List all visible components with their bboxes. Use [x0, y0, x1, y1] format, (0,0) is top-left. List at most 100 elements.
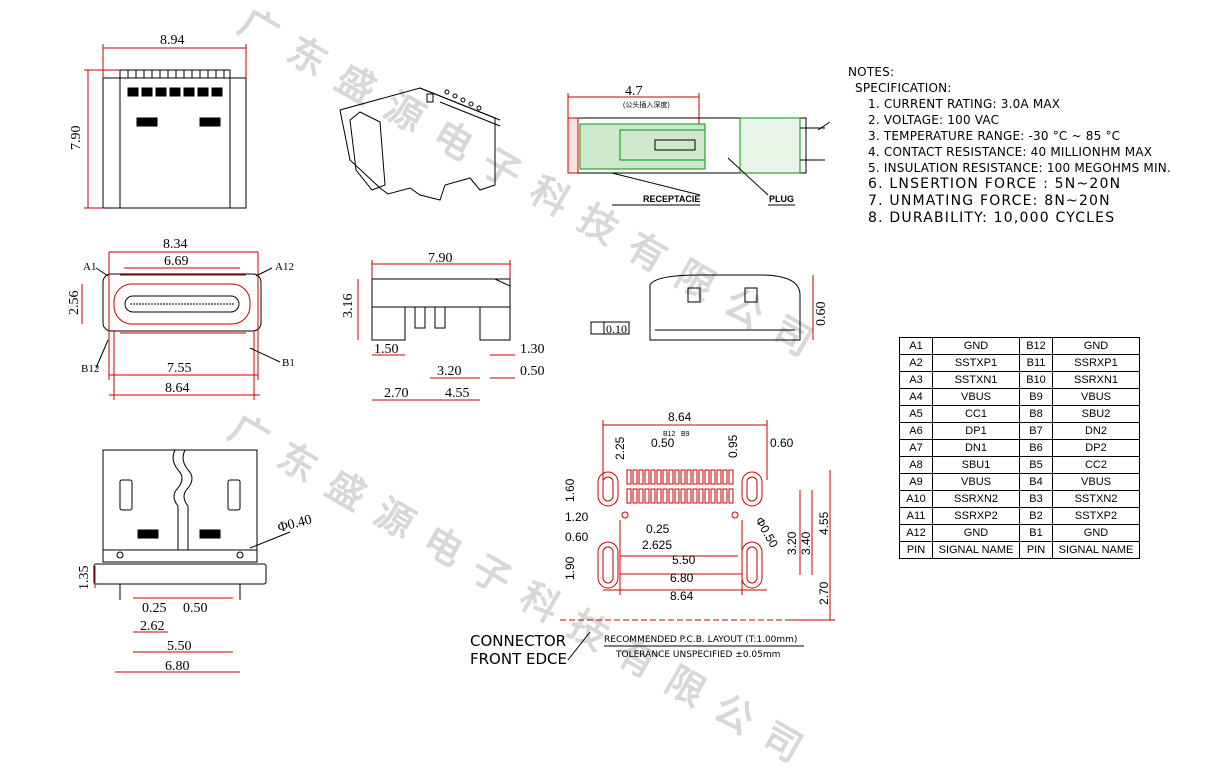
pin-id: B12: [1019, 337, 1053, 355]
pin-id: A7: [899, 439, 933, 457]
dim-pcb-q: 4.55: [817, 511, 831, 535]
note-item: 6. LNSERTION FORCE : 5N~20N: [868, 176, 1122, 192]
note-item: 7. UNMATING FORCE: 8N~20N: [868, 193, 1111, 209]
dim-pcb-l: 8.64: [670, 589, 694, 603]
dim-bot-w1: 2.62: [140, 619, 165, 634]
dim-pcb-m: 1.90: [563, 556, 577, 580]
top-view: [84, 44, 247, 209]
pin-id: A5: [899, 405, 933, 423]
dim-front-w3: 7.55: [167, 361, 192, 376]
label-b1: B1: [282, 357, 295, 369]
dim-pcb-i: 2.625: [642, 538, 672, 552]
signal-name: VBUS: [932, 388, 1020, 406]
bottom-view: [93, 449, 291, 673]
dim-side-w: 7.90: [428, 251, 453, 266]
pin-table-header-cell: PIN: [899, 541, 933, 559]
dim-front-w2: 6.69: [164, 254, 189, 269]
pin-id: B11: [1019, 354, 1053, 372]
signal-name: CC2: [1052, 456, 1140, 474]
signal-name: GND: [932, 337, 1020, 355]
dim-top-width: 8.94: [160, 33, 185, 48]
pin-id: B3: [1019, 490, 1053, 508]
dim-front-h: 2.56: [67, 291, 82, 316]
section-note: (公头插入深度): [623, 100, 670, 109]
pin-id: A9: [899, 473, 933, 491]
signal-name: DP1: [932, 422, 1020, 440]
note-item: 3. TEMPERATURE RANGE: -30 °C ~ 85 °C: [868, 129, 1121, 143]
dim-bot-p1: 0.25: [142, 601, 167, 616]
note-item: 2. VOLTAGE: 100 VAC: [868, 113, 1000, 127]
dim-pcb-n: Φ0.50: [752, 515, 781, 551]
dim-side-c: 1.30: [520, 342, 545, 357]
dim-front-w4: 8.64: [165, 381, 190, 396]
signal-name: VBUS: [1052, 388, 1140, 406]
label-b12: B12: [81, 363, 99, 375]
label-a12: A12: [275, 261, 294, 273]
dim-pcb-d: 0.60: [770, 436, 794, 450]
signal-name: SSTXP1: [932, 354, 1020, 372]
front-edge-line2: FRONT EDCE: [470, 650, 567, 668]
dim-pcb-k: 6.80: [670, 571, 694, 585]
signal-name: SSTXN2: [1052, 490, 1140, 508]
label-a1: A1: [83, 261, 96, 273]
dim-pcb-a: 2.25: [613, 436, 627, 460]
dim-bot-w3: 6.80: [165, 659, 190, 674]
dim-side-h: 3.16: [341, 294, 356, 319]
dim-side-b: 3.20: [437, 364, 462, 379]
dim-bot-hole: Φ0.40: [276, 512, 313, 535]
pin-id: B8: [1019, 405, 1053, 423]
pin-id: A2: [899, 354, 933, 372]
signal-name: DN1: [932, 439, 1020, 457]
rear-view: [590, 274, 814, 341]
note-item: 8. DURABILITY: 10,000 CYCLES: [868, 210, 1116, 226]
cross-section-view: [567, 93, 831, 206]
pcb-title: RECOMMENDED P.C.B. LAYOUT (T:1.00mm): [604, 635, 798, 645]
dim-pcb-e: 1.60: [563, 478, 577, 502]
pin-table-header-cell: PIN: [1019, 541, 1053, 559]
section-recept-label: RECEPTACIE: [643, 194, 700, 204]
pin-id: B9: [1019, 388, 1053, 406]
dim-pcb-h: 0.25: [646, 522, 670, 536]
signal-name: GND: [1052, 337, 1140, 355]
signal-name: SSTXP2: [1052, 507, 1140, 525]
dim-pcb-g: 0.60: [565, 530, 589, 544]
pcb-pad-row-b: [626, 488, 734, 504]
pcb-label-b12: B12: [663, 431, 676, 438]
signal-name: DN2: [1052, 422, 1140, 440]
signal-name: SSRXN1: [1052, 371, 1140, 389]
notes-heading: NOTES:: [848, 65, 895, 79]
pcb-tolerance: TOLERANCE UNSPECIFIED ±0.05mm: [616, 650, 781, 660]
pin-table-header-cell: SIGNAL NAME: [932, 541, 1020, 559]
dim-pcb-r: 2.70: [817, 581, 831, 605]
pin-id: B1: [1019, 524, 1053, 542]
dim-side-e: 2.70: [384, 386, 409, 401]
signal-name: GND: [932, 524, 1020, 542]
pin-id: A8: [899, 456, 933, 474]
pin-id: A1: [899, 337, 933, 355]
note-item: 5. INSULATION RESISTANCE: 100 MEGOHMS MI…: [868, 161, 1171, 175]
dim-bot-w2: 5.50: [167, 639, 192, 654]
spec-notes: NOTES: SPECIFICATION: 1. CURRENT RATING:…: [848, 64, 1171, 227]
dim-top-height: 7.90: [69, 126, 84, 151]
pin-id: B10: [1019, 371, 1053, 389]
dim-side-d: 0.50: [520, 364, 545, 379]
signal-name: SSTXN1: [932, 371, 1020, 389]
dim-side-a: 1.50: [374, 342, 399, 357]
front-view: [81, 251, 281, 400]
dim-bot-p2: 0.50: [183, 601, 208, 616]
pin-id: B5: [1019, 456, 1053, 474]
pin-id: B4: [1019, 473, 1053, 491]
pin-id: A4: [899, 388, 933, 406]
signal-name: GND: [1052, 524, 1140, 542]
pcb-label-b9: B9: [681, 431, 690, 438]
signal-name: VBUS: [932, 473, 1020, 491]
pin-id: B7: [1019, 422, 1053, 440]
